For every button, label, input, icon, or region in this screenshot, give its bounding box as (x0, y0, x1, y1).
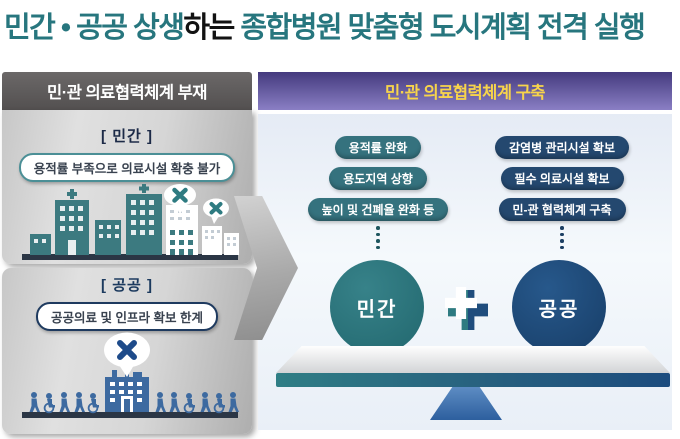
private-benefits-column: 용적률 완화 용도지역 상향 높이 및 건폐율 완화 등 (293, 136, 463, 221)
page-title: 민간 • 공공 상생하는 종합병원 맞춤형 도시계획 전격 실행 (4, 4, 680, 46)
public-circle: 공공 (512, 260, 606, 354)
public-label: [ 공공 ] (101, 277, 153, 294)
x-bubble-icon-2 (203, 198, 229, 224)
panel-after-body: 용적률 완화 용도지역 상향 높이 및 건폐율 완화 등 감염병 관리시설 확보… (258, 114, 672, 430)
private-label: [ 민간 ] (101, 128, 153, 145)
benefit-pill: 감염병 관리시설 확보 (494, 136, 630, 159)
panel-after-header: 민·관 의료협력체계 구축 (258, 72, 672, 110)
city-buildings-illustration (22, 184, 239, 260)
x-bubble-icon-3 (104, 332, 150, 377)
benefit-pill: 필수 의료시설 확보 (500, 167, 624, 190)
plus-icon (444, 286, 488, 330)
private-circle: 민간 (330, 260, 424, 354)
section-public-problem: [ 공공 ] 공공의료 및 인프라 확보 한계 (2, 268, 252, 434)
title-highlight-1: 민간 • 공공 상생 (4, 12, 185, 44)
ellipsis-icon-private (376, 226, 380, 249)
title-highlight-2: 종합병원 맞춤형 도시계획 전격 실행 (233, 12, 645, 44)
balance-platform (276, 346, 670, 373)
hospital-building-icon (105, 366, 149, 412)
benefit-pill: 민-관 협력체계 구축 (498, 198, 626, 221)
benefit-pill: 용도지역 상향 (329, 167, 427, 190)
balance-beam (276, 373, 670, 387)
benefit-pill: 높이 및 건폐율 완화 등 (307, 198, 449, 221)
title-plain: 하는 (183, 12, 235, 44)
panel-before-header: 민·관 의료협력체계 부재 (2, 72, 252, 110)
panel-after: 민·관 의료협력체계 구축 용적률 완화 용도지역 상향 높이 및 건폐율 완화… (258, 72, 672, 430)
x-bubble-icon-1 (164, 184, 196, 214)
panel-before: 민·관 의료협력체계 부재 [ 민간 ] 용적률 부족으로 의료시설 확충 불가 (2, 72, 252, 434)
public-issue-pill: 공공의료 및 인프라 확보 한계 (36, 302, 218, 331)
section-private-problem: [ 민간 ] 용적률 부족으로 의료시설 확충 불가 (2, 110, 252, 264)
private-issue-pill: 용적률 부족으로 의료시설 확충 불가 (18, 153, 236, 182)
ellipsis-icon-public (560, 226, 564, 249)
benefit-pill: 용적률 완화 (334, 136, 422, 159)
hospital-citizens-illustration (22, 332, 239, 418)
balance-pedestal-icon (430, 387, 502, 420)
public-benefits-column: 감염병 관리시설 확보 필수 의료시설 확보 민-관 협력체계 구축 (477, 136, 647, 221)
